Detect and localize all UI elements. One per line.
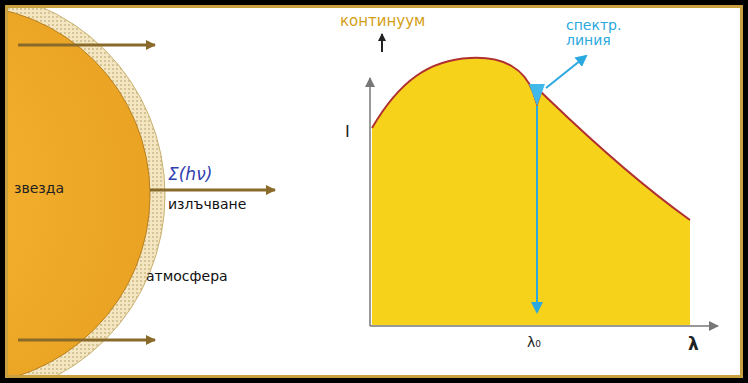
star-label: звезда xyxy=(14,180,64,196)
axis-label: λ xyxy=(688,334,699,354)
ray-arrow xyxy=(18,339,155,342)
continuum-label: континуум xyxy=(340,12,425,30)
axis xyxy=(369,78,371,326)
ray-arrow xyxy=(150,189,275,192)
leader-arrow xyxy=(381,34,383,52)
atmosphere-ring xyxy=(8,8,165,375)
spectral-line-label: спектр. линия xyxy=(566,18,656,47)
leader-arrow xyxy=(546,56,586,88)
line-marker xyxy=(529,84,545,106)
axis-label: I xyxy=(345,122,350,141)
star-label: звезда xyxy=(14,180,64,196)
ray-arrow xyxy=(18,44,155,47)
spectrum-curve xyxy=(372,58,690,220)
axis-tick-label: λ₀ xyxy=(527,334,541,350)
star-disc xyxy=(8,8,150,375)
wavelength-arrow xyxy=(536,106,538,312)
axis xyxy=(370,325,718,327)
energy-sum: Σ(hν) xyxy=(168,164,212,184)
emission-label: излъчване xyxy=(168,196,246,212)
spectrum-fill xyxy=(372,58,690,325)
atmosphere-label: атмосфера xyxy=(146,268,228,284)
